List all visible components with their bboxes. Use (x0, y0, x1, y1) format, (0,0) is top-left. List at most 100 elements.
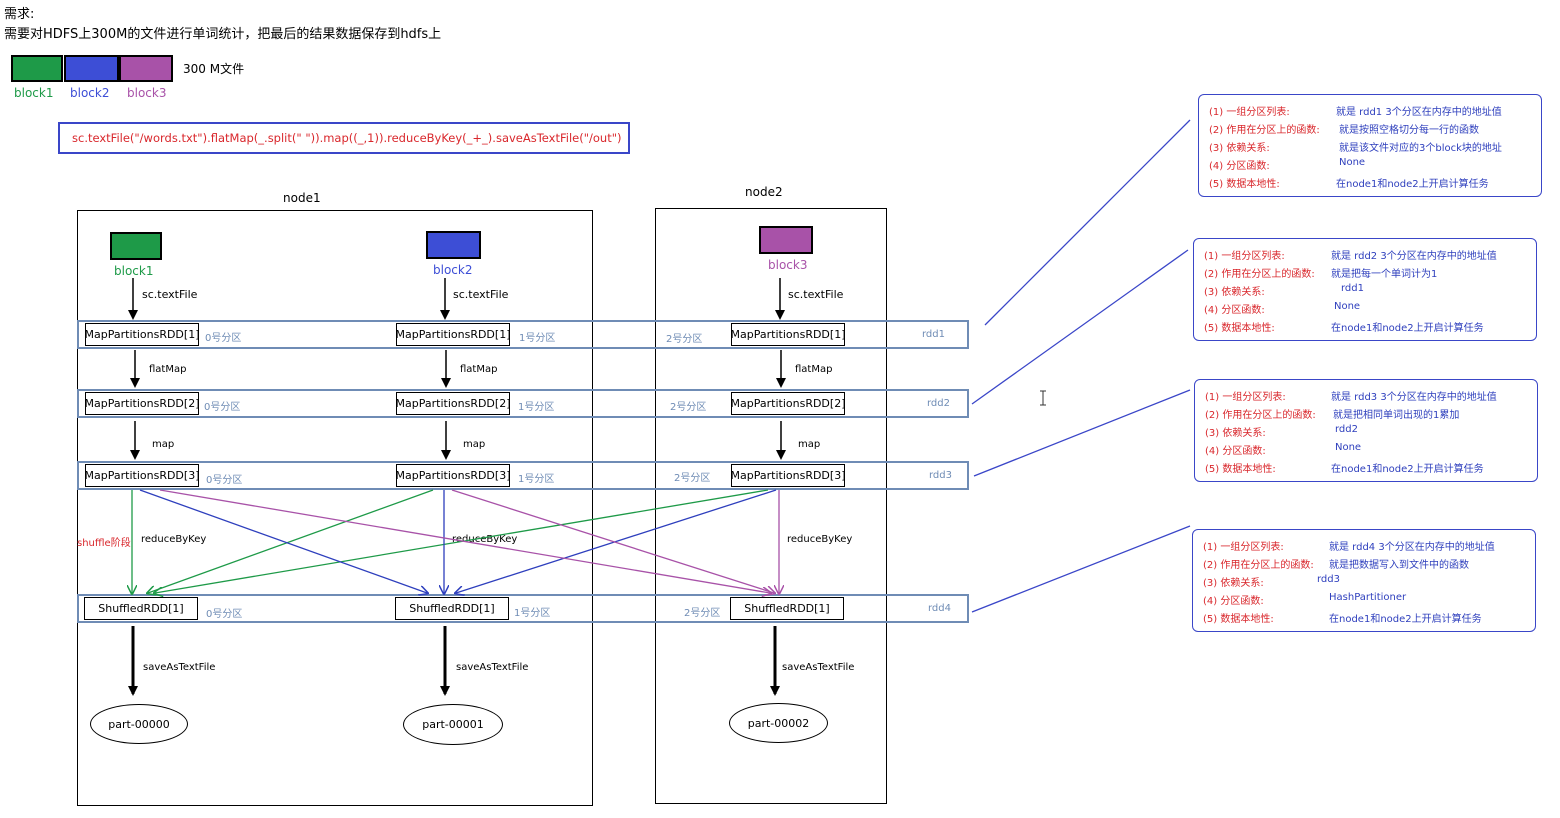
panel1-k4: (4) 分区函数: (1209, 161, 1270, 172)
node1-title: node1 (283, 191, 321, 205)
rdd1-p1-label: 1号分区 (519, 333, 556, 344)
op-flatmap-2: flatMap (460, 364, 498, 375)
node1-box (77, 210, 593, 806)
panel2-k4: (4) 分区函数: (1204, 305, 1265, 316)
rdd1-band (77, 320, 969, 349)
panel4-v4: HashPartitioner (1329, 592, 1407, 603)
rdd3-properties-panel: (1) 一组分区列表: 就是 rdd3 3个分区在内存中的地址值 (2) 作用在分… (1194, 379, 1538, 482)
rdd3-p1-label: 1号分区 (518, 474, 555, 485)
output-part-00002: part-00002 (729, 703, 828, 743)
legend-block3 (119, 55, 173, 82)
rdd1-partition0: MapPartitionsRDD[1] (85, 323, 199, 346)
rdd2-partition2: MapPartitionsRDD[2] (731, 392, 845, 415)
panel1-v4: None (1339, 157, 1366, 168)
code-text: sc.textFile("/words.txt").flatMap(_.spli… (72, 131, 622, 145)
text-cursor-icon (1040, 390, 1046, 406)
op-textfile-1: sc.textFile (142, 288, 198, 301)
rdd3-partition0: MapPartitionsRDD[3] (85, 464, 199, 487)
op-reducebykey-1: reduceByKey (141, 534, 207, 545)
node2-box (655, 208, 887, 804)
rdd1-partition1: MapPartitionsRDD[1] (396, 323, 510, 346)
panel2-k2: (2) 作用在分区上的函数: (1204, 269, 1315, 280)
rdd3-partition1: MapPartitionsRDD[3] (396, 464, 510, 487)
op-flatmap-1: flatMap (149, 364, 187, 375)
panel2-k5: (5) 数据本地性: (1204, 323, 1275, 334)
panel4-v1: 就是 rdd4 3个分区在内存中的地址值 (1329, 542, 1495, 553)
legend-block2-label: block2 (70, 86, 110, 100)
legend-block2 (64, 55, 119, 82)
rdd1-p0-label: 0号分区 (205, 333, 242, 344)
rdd4-partition0: ShuffledRDD[1] (84, 597, 198, 620)
rdd1-label: rdd1 (922, 329, 945, 340)
rdd2-p0-label: 0号分区 (204, 402, 241, 413)
file-size-label: 300 M文件 (183, 62, 245, 76)
panel2-v5: 在node1和node2上开启计算任务 (1331, 323, 1484, 334)
panel4-v3: rdd3 (1317, 574, 1340, 585)
panel2-v1: 就是 rdd2 3个分区在内存中的地址值 (1331, 251, 1497, 262)
panel1-v3: 就是该文件对应的3个block块的地址 (1339, 143, 1502, 154)
node2-block3-label: block3 (768, 258, 808, 272)
panel2-v3: rdd1 (1341, 283, 1364, 294)
panel4-k2: (2) 作用在分区上的函数: (1203, 560, 1314, 571)
panel3-v4: None (1335, 442, 1362, 453)
panel1-k5: (5) 数据本地性: (1209, 179, 1280, 190)
panel2-k3: (3) 依赖关系: (1204, 287, 1265, 298)
panel3-k2: (2) 作用在分区上的函数: (1205, 410, 1316, 421)
panel4-v5: 在node1和node2上开启计算任务 (1329, 614, 1482, 625)
rdd4-band (77, 594, 969, 623)
legend-block1 (11, 55, 63, 82)
panel4-k4: (4) 分区函数: (1203, 596, 1264, 607)
rdd1-partition2: MapPartitionsRDD[1] (731, 323, 845, 346)
panel2-v2: 就是把每一个单词计为1 (1331, 269, 1438, 280)
rdd2-partition1: MapPartitionsRDD[2] (396, 392, 510, 415)
output-part-00000: part-00000 (90, 704, 188, 744)
rdd1-properties-panel: (1) 一组分区列表:就是 rdd1 3个分区在内存中的地址值 (2) 作用在分… (1198, 94, 1542, 197)
panel1-v1: 就是 rdd1 3个分区在内存中的地址值 (1336, 107, 1502, 118)
rdd3-p0-label: 0号分区 (206, 475, 243, 486)
rdd4-properties-panel: (1) 一组分区列表:就是 rdd4 3个分区在内存中的地址值 (2) 作用在分… (1192, 529, 1536, 632)
op-flatmap-3: flatMap (795, 364, 833, 375)
panel1-v2: 就是按照空格切分每一行的函数 (1339, 125, 1479, 136)
shuffle-stage-label: shuffle阶段 (77, 538, 131, 549)
panel4-k5: (5) 数据本地性: (1203, 614, 1274, 625)
op-save-2: saveAsTextFile (456, 662, 529, 673)
output-part-00001: part-00001 (403, 704, 503, 745)
panel2-v4: None (1334, 301, 1361, 312)
panel4-v2: 就是把数据写入到文件中的函数 (1329, 560, 1469, 571)
panel3-v1: 就是 rdd3 3个分区在内存中的地址值 (1331, 392, 1497, 403)
node2-block3 (759, 226, 813, 254)
rdd4-partition2: ShuffledRDD[1] (730, 597, 844, 620)
rdd3-band (77, 461, 969, 490)
panel2-k1: (1) 一组分区列表: (1204, 251, 1285, 262)
rdd2-p1-label: 1号分区 (518, 402, 555, 413)
requirement-heading: 需求: (4, 7, 35, 22)
op-textfile-2: sc.textFile (453, 288, 509, 301)
node1-block2 (426, 231, 481, 259)
rdd4-p1-label: 1号分区 (514, 608, 551, 619)
panel1-k2: (2) 作用在分区上的函数: (1209, 125, 1320, 136)
rdd2-p2-label: 2号分区 (670, 402, 707, 413)
panel4-k3: (3) 依赖关系: (1203, 578, 1264, 589)
rdd2-band (77, 389, 969, 418)
op-map-3: map (798, 439, 821, 450)
legend-block3-label: block3 (127, 86, 167, 100)
code-box: sc.textFile("/words.txt").flatMap(_.spli… (58, 122, 630, 154)
panel3-k1: (1) 一组分区列表: (1205, 392, 1286, 403)
panel1-v5: 在node1和node2上开启计算任务 (1336, 179, 1489, 190)
requirement-text: 需要对HDFS上300M的文件进行单词统计，把最后的结果数据保存到hdfs上 (4, 27, 442, 42)
panel3-k5: (5) 数据本地性: (1205, 464, 1276, 475)
op-save-1: saveAsTextFile (143, 662, 216, 673)
node2-title: node2 (745, 185, 783, 199)
rdd2-properties-panel: (1) 一组分区列表: 就是 rdd2 3个分区在内存中的地址值 (2) 作用在分… (1193, 238, 1537, 341)
panel3-v5: 在node1和node2上开启计算任务 (1331, 464, 1484, 475)
op-map-2: map (463, 439, 486, 450)
rdd4-p2-label: 2号分区 (684, 608, 721, 619)
rdd3-partition2: MapPartitionsRDD[3] (731, 464, 845, 487)
rdd4-partition1: ShuffledRDD[1] (395, 597, 509, 620)
op-reducebykey-2: reduceByKey (452, 534, 518, 545)
node1-block1-label: block1 (114, 264, 154, 278)
panel3-k3: (3) 依赖关系: (1205, 428, 1266, 439)
rdd4-p0-label: 0号分区 (206, 609, 243, 620)
node1-block2-label: block2 (433, 263, 473, 277)
